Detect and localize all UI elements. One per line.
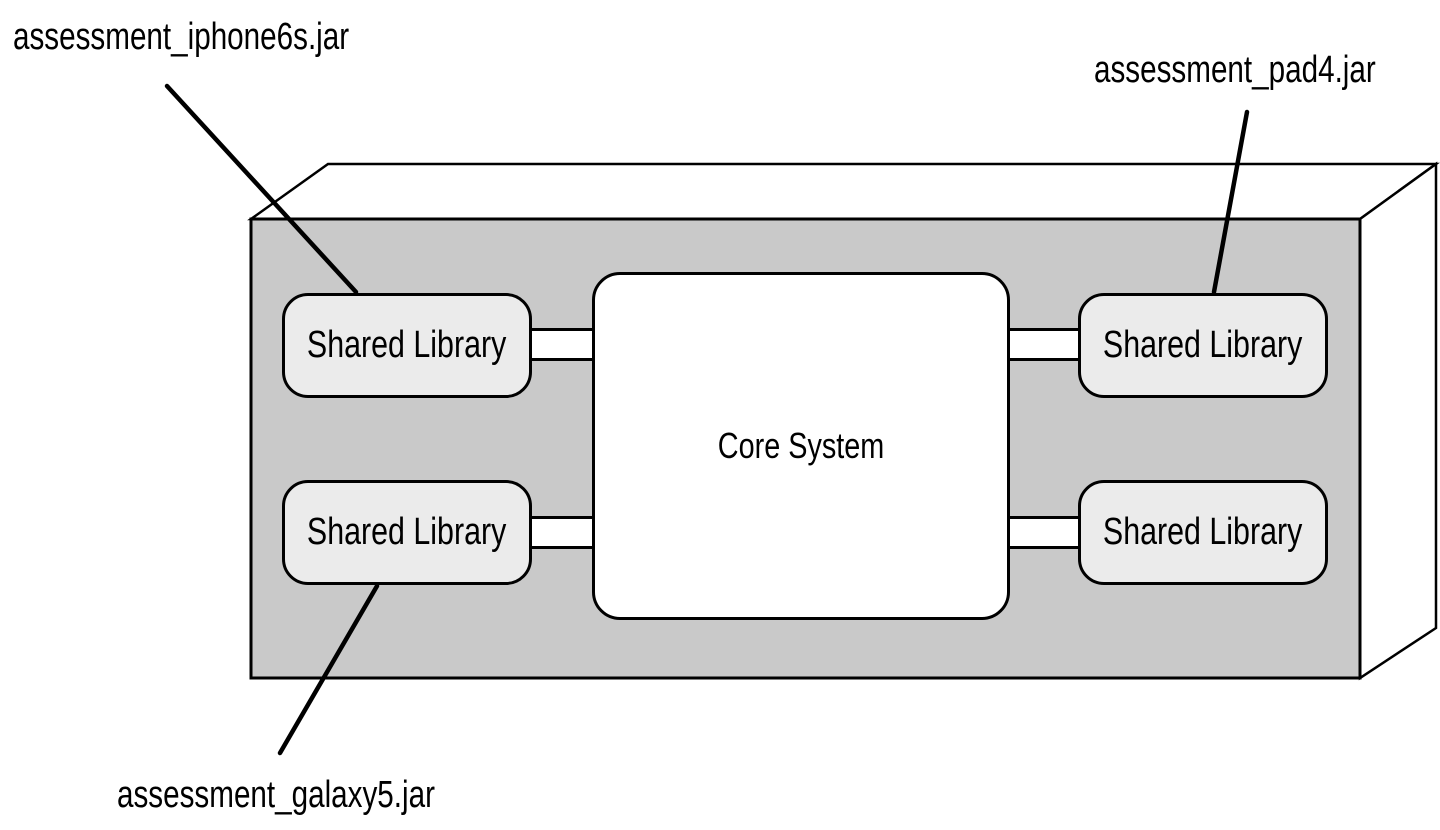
connector-bottom-left <box>520 516 598 549</box>
shared-library-box-top-right: Shared Library <box>1078 293 1328 398</box>
callout-label-iphone6s: assessment_iphone6s.jar <box>13 16 444 59</box>
slab-right-face <box>1358 161 1438 681</box>
callout-label-pad4: assessment_pad4.jar <box>1094 49 1440 92</box>
core-system-label: Core System <box>717 425 885 466</box>
callout-label-text: assessment_iphone6s.jar <box>13 16 350 58</box>
shared-library-label: Shared Library <box>307 324 507 366</box>
connector-bottom-right <box>1004 516 1084 549</box>
callout-label-galaxy5: assessment_galaxy5.jar <box>117 774 525 817</box>
shared-library-label: Shared Library <box>307 511 507 553</box>
shared-library-box-bottom-left: Shared Library <box>282 480 532 585</box>
connector-top-right <box>1004 328 1084 361</box>
callout-label-text: assessment_galaxy5.jar <box>117 774 435 816</box>
shared-library-label: Shared Library <box>1103 511 1303 553</box>
shared-library-box-bottom-right: Shared Library <box>1078 480 1328 585</box>
core-system-box: Core System <box>592 272 1010 620</box>
slab-top-face <box>247 162 1440 221</box>
callout-label-text: assessment_pad4.jar <box>1094 49 1376 91</box>
shared-library-label: Shared Library <box>1103 324 1303 366</box>
shared-library-box-top-left: Shared Library <box>282 293 532 398</box>
connector-top-left <box>520 328 598 361</box>
